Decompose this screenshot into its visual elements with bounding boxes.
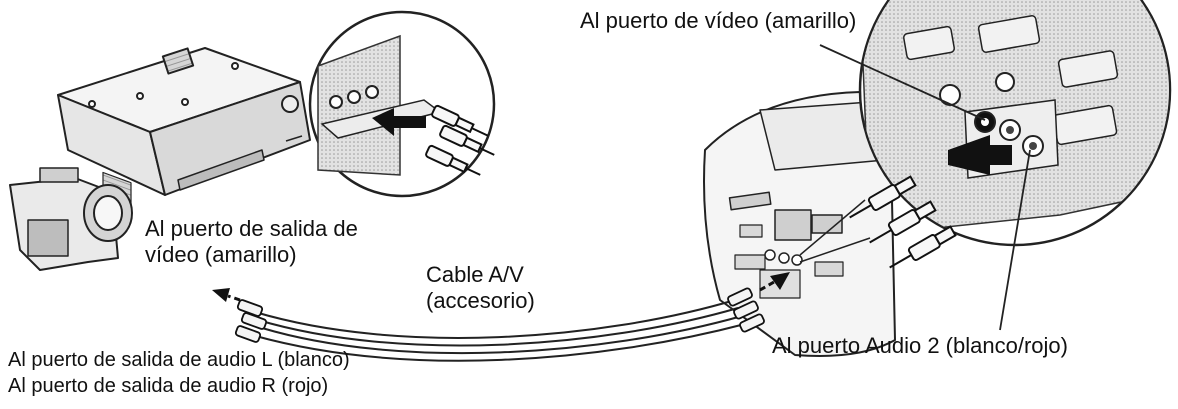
arrow-to-projector [759, 272, 790, 292]
label-audio-out-l: Al puerto de salida de audio L (blanco) [8, 349, 350, 371]
label-av-cable: Cable A/V (accesorio) [426, 262, 535, 313]
leader-video-port [819, 44, 986, 121]
label-audio2-port: Al puerto Audio 2 (blanco/rojo) [772, 333, 1068, 358]
projector-rear-zoom [858, 0, 1172, 247]
vcr-zoom-plugs [425, 104, 495, 176]
av-cable-left-plugs [234, 299, 268, 343]
label-audio-out-r: Al puerto de salida de audio R (rojo) [8, 375, 329, 397]
leader-audio2-port [999, 149, 1031, 331]
label-video-out-port: Al puerto de salida de vídeo (amarillo) [145, 216, 358, 267]
projector-zoom-guide-2 [799, 237, 871, 263]
av-cable-right-plugs [727, 287, 765, 333]
av-cable [251, 299, 746, 362]
label-video-port-projector: Al puerto de vídeo (amarillo) [580, 8, 857, 33]
projector-device [703, 91, 896, 357]
camcorder-device [9, 167, 133, 271]
projector-zoom-plugs [849, 175, 957, 269]
arrow-to-camcorder [212, 288, 241, 302]
vcr-rear-zoom [285, 10, 496, 198]
projector-zoom-guide-1 [799, 199, 866, 256]
